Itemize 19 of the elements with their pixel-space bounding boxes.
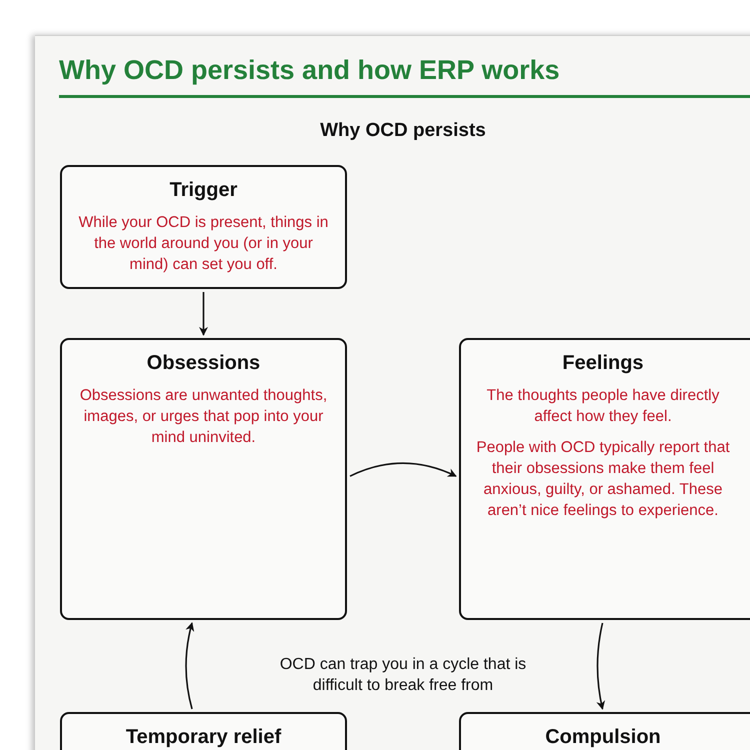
arrow xyxy=(199,292,208,336)
box-text: People with OCD typically report that their obsessions make them feel anxious, guilty, or ashamed. These aren’t nice feelings to experience. xyxy=(475,438,731,521)
arrow xyxy=(350,462,457,477)
process-box xyxy=(60,165,347,289)
box-text: The thoughts people have directly affect how they feel. xyxy=(486,386,720,427)
box-text: While your OCD is present, things in the world around you (or in your mind) can set you off. xyxy=(78,213,330,275)
box-heading: Compulsion xyxy=(545,726,661,749)
section-heading: Why OCD persists xyxy=(319,120,487,142)
box-text: Obsessions are unwanted thoughts, images, or urges that pop into your mind uninvited. xyxy=(78,386,328,448)
process-box xyxy=(60,338,347,620)
arrow xyxy=(596,622,606,710)
box-heading: Temporary relief xyxy=(126,726,282,749)
box-heading: Feelings xyxy=(562,352,644,375)
cycle-note: OCD can trap you in a cycle that is difficult to break free from xyxy=(278,655,528,696)
page-title: Why OCD persists and how ERP works xyxy=(59,55,560,86)
process-box xyxy=(459,338,750,620)
arrow xyxy=(185,622,194,710)
box-heading: Obsessions xyxy=(146,352,260,375)
box-heading: Trigger xyxy=(170,179,238,202)
